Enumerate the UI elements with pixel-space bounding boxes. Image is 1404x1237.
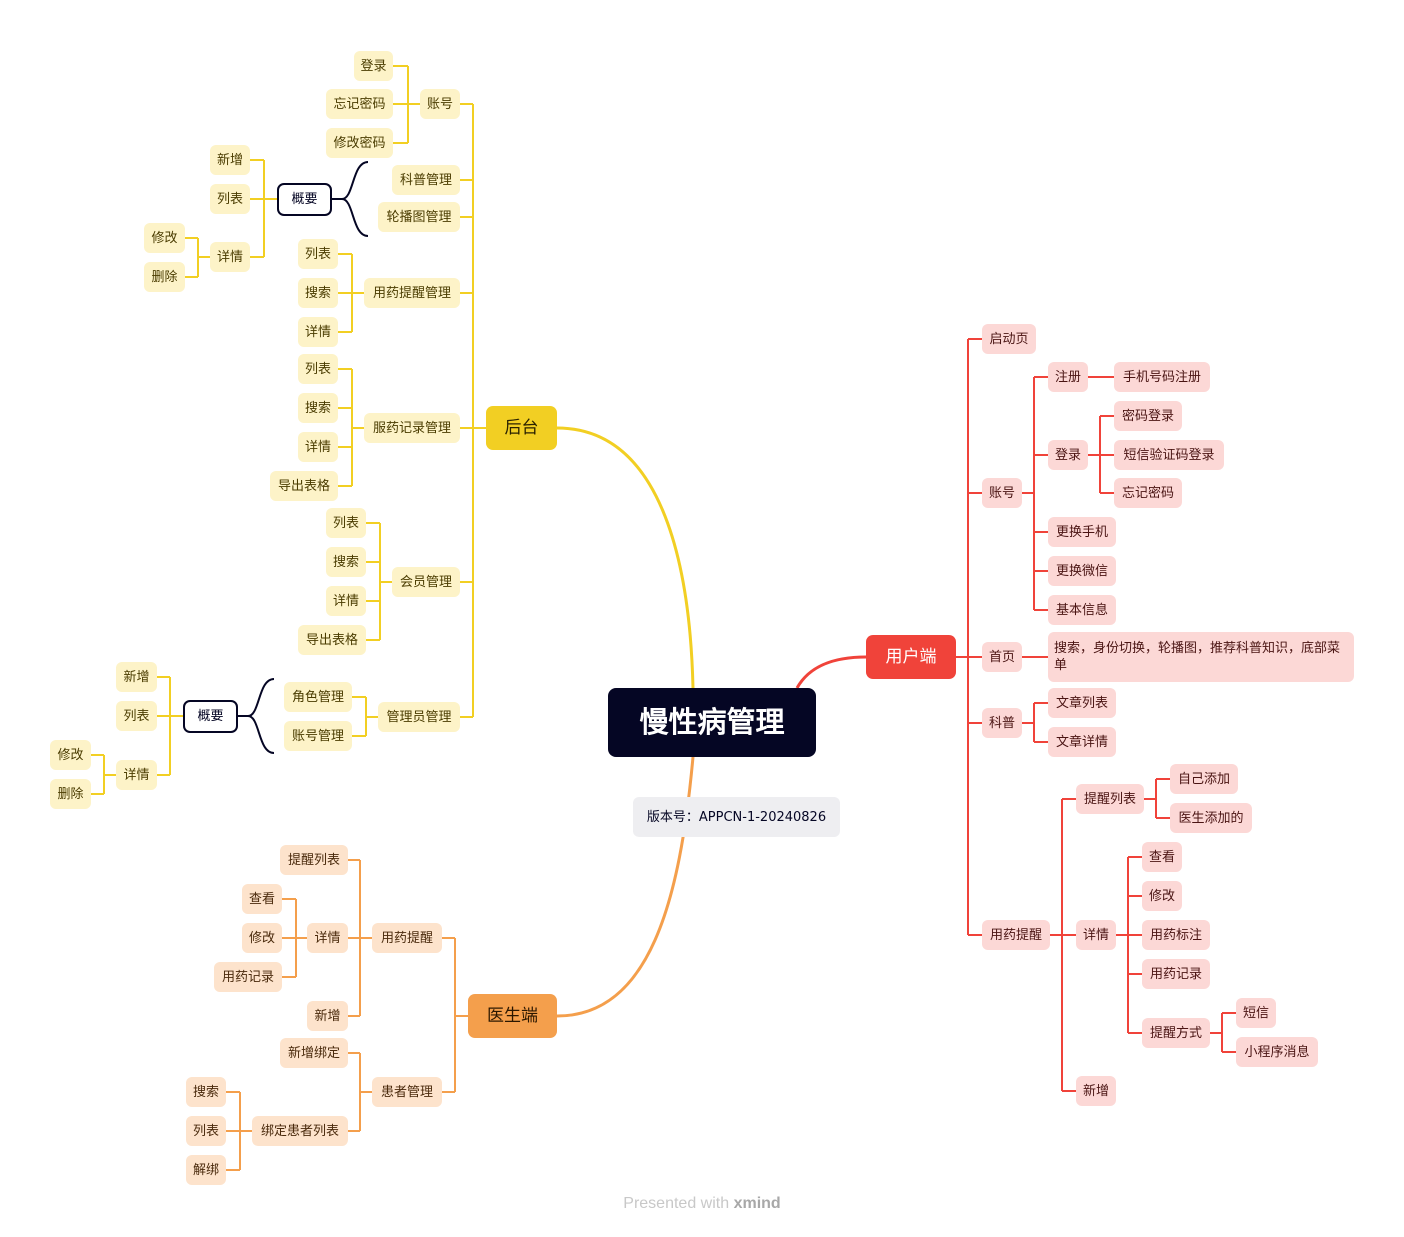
patient-unbind[interactable]: 解绑 [186, 1155, 226, 1185]
doctor-remind-list[interactable]: 提醒列表 [280, 845, 348, 875]
med-remind-search[interactable]: 搜索 [298, 278, 338, 308]
houtai-account-login[interactable]: 登录 [354, 51, 393, 81]
houtai-member[interactable]: 会员管理 [392, 567, 460, 597]
patient-bound-list[interactable]: 绑定患者列表 [252, 1116, 348, 1146]
user-kepu[interactable]: 科普 [982, 708, 1022, 738]
user-home-desc[interactable]: 搜索，身份切换，轮播图，推荐科普知识，底部菜单 [1048, 632, 1354, 682]
member-export[interactable]: 导出表格 [298, 625, 366, 655]
patient-search[interactable]: 搜索 [186, 1077, 226, 1107]
doctor-remind-record[interactable]: 用药记录 [214, 962, 282, 992]
user-remind-sms[interactable]: 短信 [1236, 998, 1276, 1028]
branch-doctor[interactable]: 医生端 [468, 994, 557, 1038]
member-list[interactable]: 列表 [326, 508, 366, 538]
user-kepu-list[interactable]: 文章列表 [1048, 688, 1116, 718]
user-remind-record[interactable]: 用药记录 [1142, 959, 1210, 989]
doctor-remind-edit[interactable]: 修改 [242, 923, 282, 953]
user-pwd-login[interactable]: 密码登录 [1114, 401, 1182, 431]
doctor-remind-view[interactable]: 查看 [242, 884, 282, 914]
admin-summary-list[interactable]: 列表 [116, 701, 157, 731]
kepu-summary-delete[interactable]: 删除 [144, 262, 185, 292]
houtai-account-change-pwd[interactable]: 修改密码 [326, 128, 393, 158]
med-record-detail[interactable]: 详情 [298, 432, 338, 462]
kepu-summary-edit[interactable]: 修改 [144, 223, 185, 253]
user-splash[interactable]: 启动页 [982, 324, 1036, 354]
user-remind-detail[interactable]: 详情 [1076, 920, 1116, 950]
med-record-search[interactable]: 搜索 [298, 393, 338, 423]
user-remind[interactable]: 用药提醒 [982, 920, 1050, 950]
member-search[interactable]: 搜索 [326, 547, 366, 577]
user-change-phone[interactable]: 更换手机 [1048, 517, 1116, 547]
presented-with-footer: Presented with xmind [0, 1195, 1404, 1213]
med-record-list[interactable]: 列表 [298, 354, 338, 384]
doctor-remind[interactable]: 用药提醒 [372, 923, 442, 953]
member-detail[interactable]: 详情 [326, 586, 366, 616]
user-remind-doctor-add[interactable]: 医生添加的 [1170, 803, 1252, 833]
doctor-remind-new[interactable]: 新增 [307, 1001, 348, 1031]
footer-prefix: Presented with [623, 1195, 730, 1212]
doctor-remind-detail[interactable]: 详情 [307, 923, 348, 953]
houtai-admin[interactable]: 管理员管理 [378, 702, 460, 732]
houtai-banner[interactable]: 轮播图管理 [378, 202, 460, 232]
branch-houtai[interactable]: 后台 [486, 406, 557, 450]
user-account[interactable]: 账号 [982, 478, 1022, 508]
houtai-account[interactable]: 账号 [420, 89, 460, 119]
user-login[interactable]: 登录 [1048, 440, 1088, 470]
xmind-brand: xmind [733, 1195, 781, 1212]
houtai-kepu-summary[interactable]: 概要 [277, 183, 332, 216]
branch-user[interactable]: 用户端 [866, 635, 956, 679]
user-remind-self-add[interactable]: 自己添加 [1170, 764, 1238, 794]
admin-summary-edit[interactable]: 修改 [50, 740, 91, 770]
admin-summary-detail[interactable]: 详情 [116, 760, 157, 790]
user-home[interactable]: 首页 [982, 642, 1022, 672]
user-remind-edit[interactable]: 修改 [1142, 881, 1182, 911]
root-topic[interactable]: 慢性病管理 [608, 688, 816, 757]
user-change-wechat[interactable]: 更换微信 [1048, 556, 1116, 586]
user-remind-new[interactable]: 新增 [1076, 1076, 1116, 1106]
houtai-admin-summary[interactable]: 概要 [183, 700, 238, 733]
user-basic-info[interactable]: 基本信息 [1048, 595, 1116, 625]
user-remind-miniapp[interactable]: 小程序消息 [1236, 1037, 1318, 1067]
user-remind-list[interactable]: 提醒列表 [1076, 784, 1144, 814]
houtai-med-record[interactable]: 服药记录管理 [364, 413, 460, 443]
kepu-summary-detail[interactable]: 详情 [210, 242, 250, 272]
version-note: 版本号：APPCN-1-20240826 [633, 797, 840, 837]
user-remind-method[interactable]: 提醒方式 [1142, 1018, 1210, 1048]
admin-summary-delete[interactable]: 删除 [50, 779, 91, 809]
houtai-med-remind[interactable]: 用药提醒管理 [364, 278, 460, 308]
user-remind-view[interactable]: 查看 [1142, 842, 1182, 872]
med-remind-list[interactable]: 列表 [298, 239, 338, 269]
user-remind-mark[interactable]: 用药标注 [1142, 920, 1210, 950]
med-remind-detail[interactable]: 详情 [298, 317, 338, 347]
user-register[interactable]: 注册 [1048, 362, 1088, 392]
doctor-patient[interactable]: 患者管理 [372, 1077, 442, 1107]
admin-role[interactable]: 角色管理 [284, 682, 352, 712]
user-phone-register[interactable]: 手机号码注册 [1114, 362, 1210, 392]
kepu-summary-new[interactable]: 新增 [210, 145, 250, 175]
med-record-export[interactable]: 导出表格 [270, 471, 338, 501]
houtai-kepu[interactable]: 科普管理 [392, 165, 460, 195]
houtai-account-forgot[interactable]: 忘记密码 [326, 89, 393, 119]
patient-list[interactable]: 列表 [186, 1116, 226, 1146]
user-sms-login[interactable]: 短信验证码登录 [1114, 440, 1224, 470]
user-kepu-detail[interactable]: 文章详情 [1048, 727, 1116, 757]
admin-account[interactable]: 账号管理 [284, 721, 352, 751]
user-forgot[interactable]: 忘记密码 [1114, 478, 1182, 508]
kepu-summary-list[interactable]: 列表 [210, 184, 250, 214]
admin-summary-new[interactable]: 新增 [116, 662, 157, 692]
patient-new-bind[interactable]: 新增绑定 [280, 1038, 348, 1068]
